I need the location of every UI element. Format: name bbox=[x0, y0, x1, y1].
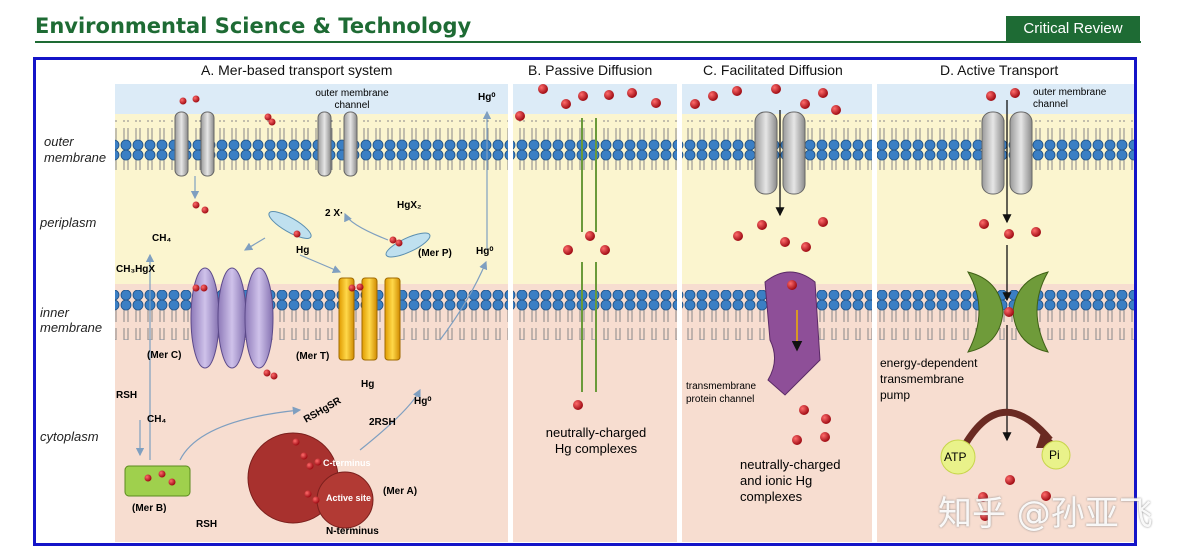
atp-burst bbox=[940, 439, 976, 475]
d-channel-label-1: outer membrane bbox=[1033, 87, 1107, 98]
hg0-low: Hg⁰ bbox=[414, 396, 432, 407]
d-pump-label-1: energy-dependent bbox=[880, 356, 978, 370]
two-x-label: 2 X· bbox=[325, 208, 344, 219]
d-pump-label-3: pump bbox=[880, 388, 911, 402]
mer-b-label: (Mer B) bbox=[132, 503, 167, 514]
outer-membrane-channel-d bbox=[981, 111, 1033, 195]
c-complex-label-2: and ionic Hg bbox=[740, 473, 813, 488]
panel-b-title: B. Passive Diffusion bbox=[528, 62, 653, 78]
pi-label: Pi bbox=[1049, 448, 1060, 462]
hg-periplasm-label: Hg bbox=[296, 245, 310, 256]
a-outer-channel-label-1: outer membrane bbox=[315, 88, 389, 99]
mer-p-proteins bbox=[268, 211, 431, 258]
panel-d-title: D. Active Transport bbox=[940, 62, 1059, 78]
hgx2-label: HgX₂ bbox=[397, 200, 422, 211]
transmembrane-protein-channel bbox=[764, 271, 821, 396]
d-channel-label: outer membrane channel bbox=[1033, 87, 1106, 111]
c-complex-label: neutrally-charged and ionic Hg complexes bbox=[740, 457, 840, 505]
ch4-top-label: CH₄ bbox=[152, 233, 172, 244]
layer-label-inner: inner bbox=[40, 305, 69, 320]
mer-a-label: (Mer A) bbox=[383, 486, 418, 497]
b-complex-label-1: neutrally-charged bbox=[545, 425, 647, 440]
layer-label-cytoplasm: cytoplasm bbox=[40, 429, 99, 444]
a-outer-channel-label-2: channel bbox=[334, 100, 370, 111]
layer-label-periplasm: periplasm bbox=[40, 215, 97, 230]
layer-label-inner-membrane: membrane bbox=[40, 320, 103, 335]
panel-a-arrows bbox=[135, 110, 492, 461]
mer-c-label: (Mer C) bbox=[147, 350, 182, 361]
ch3hgx-label: CH₃HgX bbox=[116, 264, 156, 275]
rsh-left-label: RSH bbox=[116, 390, 138, 401]
layer-label-outer: outer bbox=[44, 134, 74, 149]
d-pump-label: energy-dependent transmembrane pump bbox=[880, 355, 977, 403]
panel-separators bbox=[508, 84, 877, 542]
pi-burst bbox=[1041, 440, 1071, 470]
panel-a-title: A. Mer-based transport system bbox=[201, 62, 393, 78]
a-outer-channel-label: outer membrane channel bbox=[307, 88, 397, 112]
rsh-bottom-label: RSH bbox=[196, 519, 218, 530]
hg-cytoplasm-label: Hg bbox=[361, 379, 375, 390]
hg0-top: Hg⁰ bbox=[478, 92, 496, 103]
d-pump-label-2: transmembrane bbox=[880, 372, 965, 386]
atp-label: ATP bbox=[944, 450, 967, 464]
mer-c-protein bbox=[190, 267, 274, 369]
header-rule bbox=[35, 41, 1141, 43]
mer-t-protein bbox=[338, 277, 401, 361]
watermark: 知乎 @孙亚飞 bbox=[938, 494, 1153, 534]
c-terminus-label: C-terminus bbox=[323, 458, 371, 468]
c-protein-label-1: transmembrane bbox=[686, 381, 757, 392]
n-terminus-label: N-terminus bbox=[326, 526, 379, 537]
c-complex-label-1: neutrally-charged bbox=[740, 457, 841, 472]
layer-label-outer-membrane: membrane bbox=[44, 150, 107, 165]
panel-c-title: C. Facilitated Diffusion bbox=[703, 62, 843, 78]
outer-membrane-channel-a bbox=[174, 111, 358, 177]
ch4-low-label: CH₄ bbox=[147, 414, 167, 425]
mercury-particles bbox=[144, 84, 1051, 521]
mer-b-enzyme bbox=[124, 465, 191, 497]
two-rsh-label: 2RSH bbox=[369, 417, 396, 428]
figure-frame bbox=[33, 57, 1137, 546]
active-site-label: Active site bbox=[326, 493, 372, 503]
mer-p-label: (Mer P) bbox=[418, 248, 452, 259]
c-protein-label-2: protein channel bbox=[686, 394, 755, 405]
outer-membrane-channel-c bbox=[754, 110, 806, 217]
journal-title: Environmental Science & Technology bbox=[35, 14, 472, 38]
panel-b-diffusion-arrows bbox=[581, 118, 597, 392]
article-type-badge: Critical Review bbox=[1006, 16, 1140, 41]
mer-t-label: (Mer T) bbox=[296, 351, 330, 362]
d-channel-label-2: channel bbox=[1033, 99, 1069, 110]
b-complex-label-2: Hg complexes bbox=[554, 441, 638, 456]
energy-dependent-pump bbox=[966, 271, 1050, 353]
c-protein-label: transmembrane protein channel bbox=[686, 380, 756, 406]
b-complex-label: neutrally-charged Hg complexes bbox=[518, 425, 674, 457]
c-complex-label-3: complexes bbox=[740, 489, 803, 504]
hg0-mid: Hg⁰ bbox=[476, 246, 494, 257]
outer-membrane-bilayer bbox=[115, 120, 1134, 170]
